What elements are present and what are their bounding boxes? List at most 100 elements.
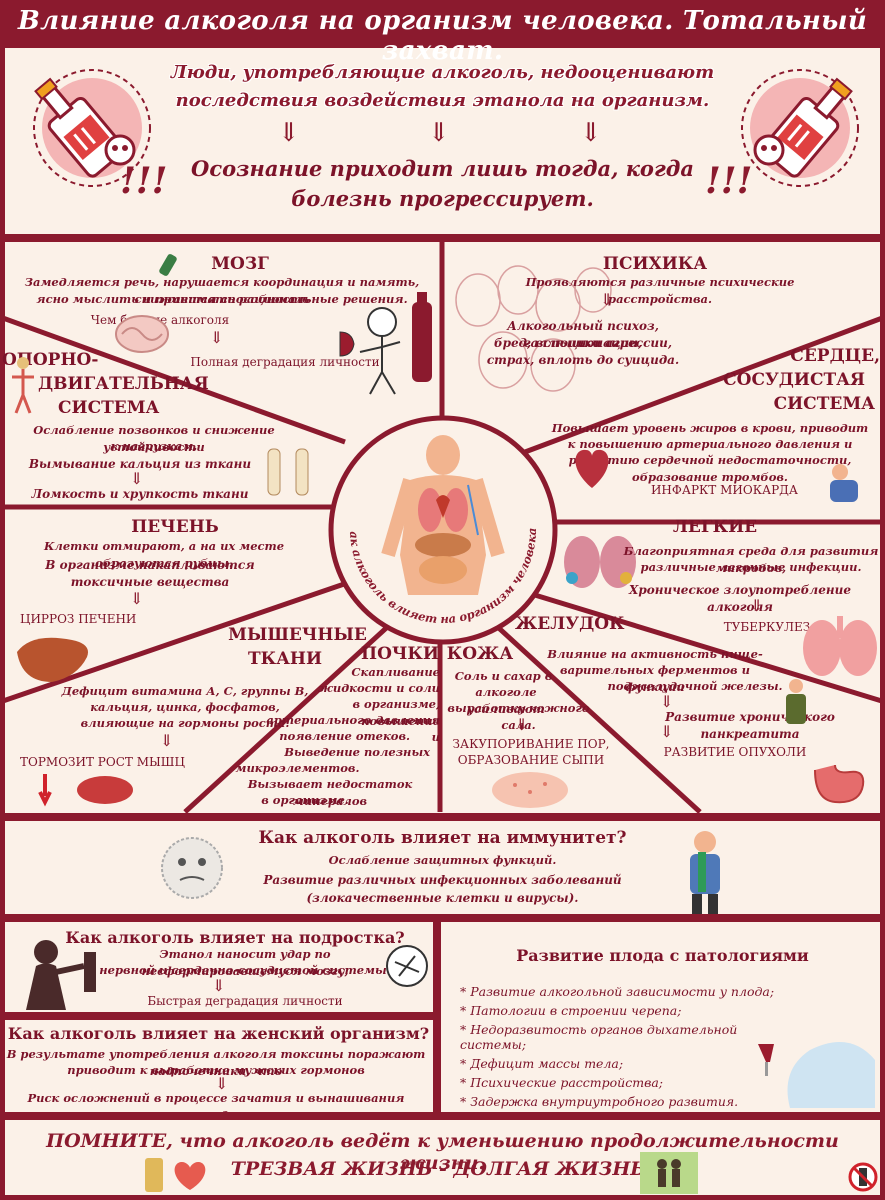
heart-text2: к повышению артериального давления и	[567, 437, 853, 451]
fetus-item: * Недоразвитость органов дыхательной сис…	[460, 1022, 738, 1052]
teen-text1: Этанол наносит удар по несформировавшему…	[141, 947, 349, 979]
women-text1: В результате употребления алкоголя токси…	[6, 1047, 426, 1079]
psyche-arrow: ⇓	[600, 290, 614, 309]
immunity-text2: Развитие различных инфекционных заболева…	[263, 873, 622, 887]
kidneys-text4: артериального давления и	[266, 713, 440, 745]
arrow-down-1: ⇓	[278, 118, 300, 148]
kidneys-text9: в организме.	[261, 793, 349, 807]
brain-title: МОЗГ	[211, 254, 269, 274]
musculo-text3: Вымывание кальция из ткани	[28, 457, 252, 471]
bottle-and-heart-icon	[145, 1158, 206, 1192]
radial-dividers	[0, 242, 885, 814]
exclaim-right: !!!	[705, 160, 753, 202]
psyche-text3: бред, вспышки агрессии,	[493, 336, 673, 350]
chest-pain-icon	[830, 464, 858, 502]
stomach-text3: поджелудочной железы.	[607, 679, 783, 693]
skin-text4: ЗАКУПОРИВАНИЕ ПОР,	[452, 737, 610, 751]
walking-couple-icon	[640, 1152, 698, 1194]
fetus-item: * Дефицит массы тела;	[460, 1056, 624, 1071]
teen-silhouette-icon	[26, 940, 96, 1010]
center-body-circle: Как алкоголь влияет на организм человека…	[322, 404, 558, 645]
sick-man-icon	[690, 831, 720, 914]
teen-text2: нервной и сердечно-сосудистой системы.	[99, 963, 391, 977]
broken-head-icon	[386, 945, 428, 987]
heart-title1: СЕРДЦЕ,	[790, 346, 880, 366]
skin-text5: ОБРАЗОВАНИЕ СЫПИ	[457, 753, 605, 767]
skin-arrow: ⇓	[515, 715, 529, 734]
skin-text1: Соль и сахар в	[454, 669, 553, 683]
fetus-title: Развитие плода с патологиями	[516, 946, 809, 965]
bottle-poison-icon-right	[741, 69, 859, 187]
pregnant-wine-icon	[758, 1042, 875, 1108]
drunk-man-icon	[339, 292, 432, 395]
stomach-arrow2: ⇓	[660, 722, 674, 741]
kidneys-title: ПОЧКИ	[361, 644, 439, 664]
stomach-text5: РАЗВИТИЕ ОПУХОЛИ	[663, 745, 807, 759]
muscle-text1: Дефицит витамина А, С, группы В,	[61, 684, 309, 698]
stomach-text1: Влияние на активность пище-	[547, 647, 763, 661]
realization-line1: Осознание приходит лишь тогда, когда	[191, 156, 694, 181]
kidneys-text2: жидкости и соли	[317, 681, 440, 695]
liver-text2: В организме накапливаются	[45, 558, 255, 572]
teen-text3: Быстрая деградация личности	[147, 994, 343, 1008]
muscle-title2: ТКАНИ	[247, 649, 323, 669]
muscle-text2: кальция, цинка, фосфатов,	[90, 700, 280, 714]
lungs-text1: Благоприятная среда для развития микробо…	[623, 544, 879, 576]
brain-icon	[115, 315, 169, 353]
immunity-text3: (злокачественные клетки и вирусы).	[306, 891, 579, 905]
sick-cell-icon	[161, 837, 223, 899]
diseased-lungs-icon	[803, 616, 877, 676]
divider-top	[0, 234, 885, 242]
brain-text1: Замедляется речь, нарушается координация…	[24, 275, 420, 307]
liver-text1: Клетки отмирают, а на их месте образуютс…	[43, 539, 285, 571]
kidneys-text8: Вызывает недостаток минералов	[247, 777, 413, 809]
skin-title: КОЖА	[446, 644, 514, 664]
rash-skin-icon	[492, 772, 568, 808]
musculo-title3: СИСТЕМА	[58, 398, 160, 418]
lungs-text3: Хроническое злоупотребление алкоголя	[629, 583, 851, 615]
lungs-text2: различные легочные инфекции.	[640, 560, 862, 574]
liver-arrow: ⇓	[130, 589, 144, 608]
heart-text1: Повышает уровень жиров в крови, приводит	[551, 421, 869, 435]
kidneys-text5: появление отеков.	[279, 729, 410, 743]
liver-icon	[17, 637, 88, 682]
divider-women-top	[0, 1012, 437, 1020]
psyche-title: ПСИХИКА	[602, 254, 708, 274]
heart-title2: СОСУДИСТАЯ	[723, 370, 865, 390]
title-bar	[0, 0, 885, 48]
arrow-down-3: ⇓	[580, 118, 602, 148]
fetus-list: * Развитие алкогольной зависимости у пло…	[460, 984, 790, 1113]
realization-line2: болезнь прогрессирует.	[291, 186, 594, 211]
man-pain-icon	[786, 679, 806, 724]
fetus-item: * Психические расстройства;	[460, 1075, 664, 1090]
heart-icon	[575, 449, 609, 488]
liver-text4: ЦИРРОЗ ПЕЧЕНИ	[20, 612, 137, 626]
divider-footer-top	[0, 1112, 885, 1120]
stomach-arrow1: ⇓	[660, 692, 674, 711]
arrow-down-2: ⇓	[428, 118, 450, 148]
kidneys-text1: Скапливание	[351, 665, 440, 679]
skin-text2: алкоголе усиливают	[467, 685, 545, 717]
muscle-tissue-icon	[38, 774, 133, 807]
intro-line2: последствия воздействия этанола на орган…	[175, 90, 710, 111]
no-alcohol-icon	[848, 1162, 878, 1192]
page-title: Влияние алкоголя на организм человека. Т…	[17, 6, 868, 66]
kidneys-text3: в организме, повышение	[352, 697, 440, 729]
footer-line1: ПОМНИТЕ, что алкоголь ведёт к уменьшению…	[46, 1130, 839, 1174]
lungs-icon	[564, 536, 636, 588]
muscle-title1: МЫШЕЧНЫЕ	[228, 625, 367, 645]
musculo-text1: Ослабление позвонков и снижение устойчив…	[33, 423, 275, 455]
divider-vertical	[433, 914, 441, 1114]
musculo-text2: к нагрузкам.	[110, 439, 198, 453]
teen-arrow: ⇓	[212, 976, 226, 995]
intro-line1: Люди, употребляющие алкоголь, недооценив…	[170, 62, 715, 83]
divider-bottom-top	[0, 914, 885, 922]
skin-text3: выработку кожного сала.	[447, 701, 590, 733]
liver-title: ПЕЧЕНЬ	[131, 517, 219, 537]
muscle-arrow: ⇓	[160, 731, 174, 750]
musculo-title2: ДВИГАТЕЛЬНАЯ	[38, 374, 209, 394]
stomach-text2: варительных ферментов и функции	[560, 663, 750, 695]
psyche-text2: Алкогольный психоз, галлюционации,	[507, 319, 659, 351]
stomach-title: ЖЕЛУДОК	[515, 614, 625, 634]
fetus-item: * Патологии в строении черепа;	[460, 1003, 682, 1018]
